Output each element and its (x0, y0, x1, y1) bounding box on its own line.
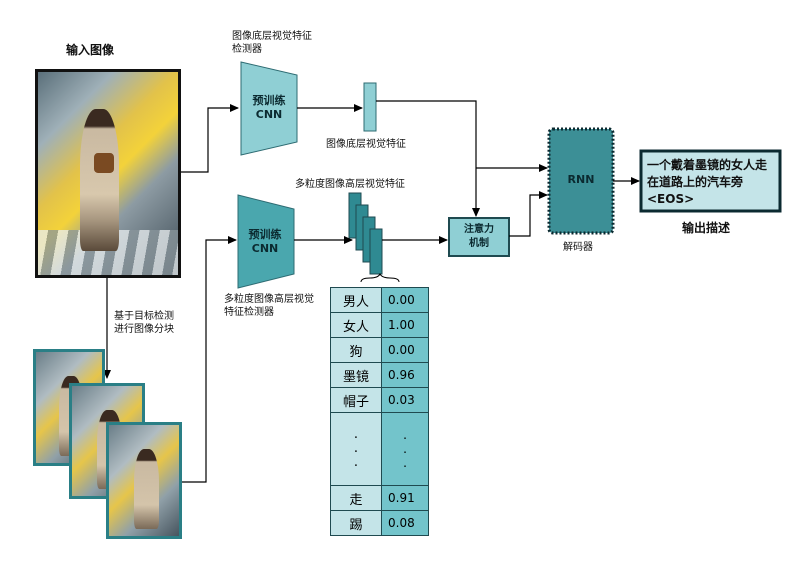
table-word: 墨镜 (330, 362, 382, 388)
multi-detector-label: 多粒度图像高层视觉特征检测器 (224, 294, 314, 318)
table-word: 女人 (330, 312, 382, 338)
attention-label: 注意力 机制 (464, 224, 494, 249)
feature-bar-4 (369, 228, 383, 275)
low-feature-bar (363, 82, 377, 132)
table-value-ellipsis: ... (381, 412, 429, 486)
arrow-crops-to-cnn-bottom (178, 236, 237, 483)
arrow-input-to-cnn-top (181, 104, 239, 173)
crop-label: 基于目标检测 进行图像分块 (114, 311, 174, 335)
cnn-top-label: 预训练 CNN (252, 94, 286, 121)
decoder-label: 解码器 (563, 242, 593, 253)
output-text: 一个戴着墨镜的女人走在道路上的汽车旁<EOS> (647, 158, 768, 206)
table-value: 0.08 (381, 510, 429, 536)
cnn-bottom-shape (237, 194, 295, 289)
attention-box (448, 217, 510, 257)
table-value: 0.00 (381, 287, 429, 313)
input-image-label: 输入图像 (66, 43, 115, 57)
top-detector-label: 图像底层视觉特征检测器 (232, 31, 312, 55)
table-value: 1.00 (381, 312, 429, 338)
output-box (639, 149, 782, 213)
table-word: 走 (330, 485, 382, 511)
multi-feature-label: 多粒度图像高层视觉特征 (295, 179, 405, 190)
table-value: 0.96 (381, 362, 429, 388)
table-word-ellipsis: ... (330, 412, 382, 486)
table-value: 0.00 (381, 337, 429, 363)
low-feature-label: 图像底层视觉特征 (326, 139, 406, 150)
table-row-ellipsis: ... ... (330, 412, 429, 486)
table-word: 帽子 (330, 387, 382, 413)
input-image (35, 69, 181, 278)
arrow-feature-to-attention (376, 100, 480, 217)
output-label: 输出描述 (682, 221, 731, 235)
table-word: 踢 (330, 510, 382, 536)
image-crop-3 (106, 422, 182, 539)
arrow-attention-to-rnn (509, 191, 548, 237)
cnn-top-shape (240, 61, 298, 156)
table-word: 男人 (330, 287, 382, 313)
table-word: 狗 (330, 337, 382, 363)
rnn-label: RNN (567, 173, 595, 186)
rnn-box (547, 127, 615, 235)
table-value: 0.03 (381, 387, 429, 413)
feature-brace (360, 272, 400, 283)
table-value: 0.91 (381, 485, 429, 511)
cnn-bottom-label: 预训练 CNN (248, 228, 282, 255)
